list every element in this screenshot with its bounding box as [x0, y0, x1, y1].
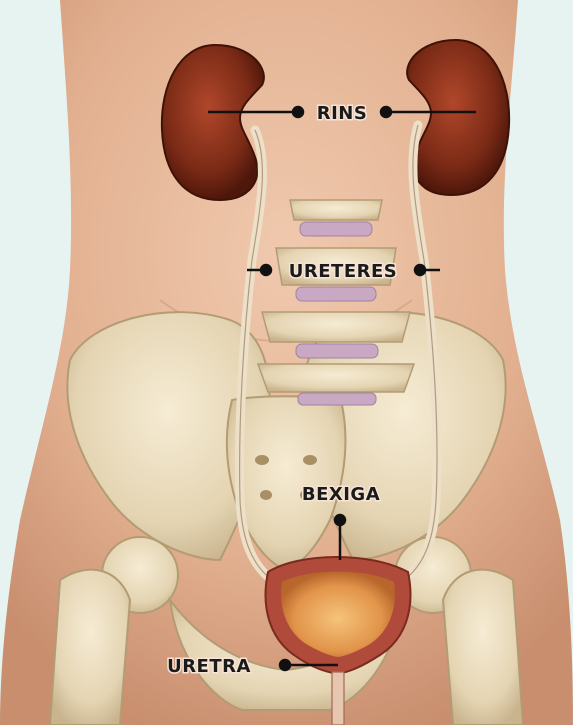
- rins-leader-right-dot: [381, 107, 391, 117]
- rins-leader-left-dot: [293, 107, 303, 117]
- label-ureteres: URETERES: [289, 261, 397, 282]
- label-bexiga: BEXIGA: [302, 484, 380, 505]
- ureteres-leader-right-dot: [415, 265, 425, 275]
- urethra-tube: [332, 672, 344, 725]
- bexiga-leader-dot: [335, 515, 345, 525]
- ureteres-leader-left-dot: [261, 265, 271, 275]
- label-rins: RINS: [317, 103, 368, 124]
- uretra-leader-dot: [280, 660, 290, 670]
- label-uretra: URETRA: [167, 656, 251, 677]
- vertebra: [290, 200, 382, 236]
